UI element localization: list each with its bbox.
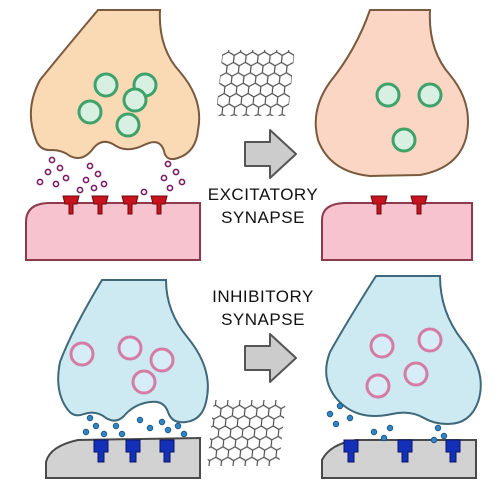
- right-arrow-icon: [244, 333, 297, 383]
- receptor: [62, 195, 80, 215]
- receptor: [159, 439, 175, 463]
- excitatory-after-panel: [314, 9, 473, 261]
- inhibitory-released-neurotransmitter-after: [326, 402, 448, 444]
- receptor: [93, 439, 109, 463]
- inhibitory-presynaptic-terminal-after: [325, 275, 482, 426]
- excitatory-label-line1: EXCITATORY: [207, 185, 319, 204]
- vesicle: [417, 82, 443, 108]
- graphene-lattice-icon: [207, 400, 286, 466]
- excitatory-label-line2: SYNAPSE: [221, 208, 305, 227]
- receptor: [150, 195, 168, 215]
- inhibitory-after-panel: [321, 275, 482, 479]
- receptor: [397, 439, 413, 463]
- inhibitory-receptors: [93, 439, 175, 463]
- excitatory-receptors: [62, 195, 168, 215]
- inhibitory-vesicles: [69, 335, 175, 395]
- vesicle: [391, 127, 417, 153]
- excitatory-vesicles: [77, 72, 158, 138]
- receptor: [91, 195, 109, 215]
- excitatory-postsynaptic-membrane-after: [321, 202, 473, 261]
- inhibitory-label-line1: INHIBITORY: [212, 287, 314, 306]
- vesicle: [131, 369, 157, 395]
- receptor: [343, 439, 359, 463]
- inhibitory-label-line2: SYNAPSE: [221, 310, 305, 329]
- vesicle: [403, 361, 429, 387]
- vesicle: [122, 87, 148, 113]
- vesicle: [69, 341, 95, 367]
- excitatory-before-panel: [25, 9, 201, 261]
- receptor: [370, 195, 388, 215]
- excitatory-released-neurotransmitter: [36, 156, 186, 196]
- vesicle: [369, 333, 395, 359]
- vesicle: [77, 99, 103, 125]
- excitatory-postsynaptic-membrane: [25, 202, 201, 261]
- vesicle: [93, 72, 119, 98]
- vesicle: [115, 112, 141, 138]
- graphene-lattice-icon: [215, 50, 295, 116]
- receptor: [121, 195, 139, 215]
- vesicle: [375, 82, 401, 108]
- inhibitory-released-neurotransmitter: [82, 414, 188, 438]
- inhibitory-before-panel: [45, 279, 209, 479]
- receptor: [125, 439, 141, 463]
- receptor: [410, 195, 428, 215]
- inhibitory-postsynaptic-membrane: [45, 436, 201, 479]
- right-arrow-icon: [244, 129, 297, 179]
- vesicle: [417, 327, 443, 353]
- vesicle: [117, 335, 143, 361]
- vesicle: [149, 347, 175, 373]
- vesicle: [365, 373, 391, 399]
- receptor: [445, 439, 461, 463]
